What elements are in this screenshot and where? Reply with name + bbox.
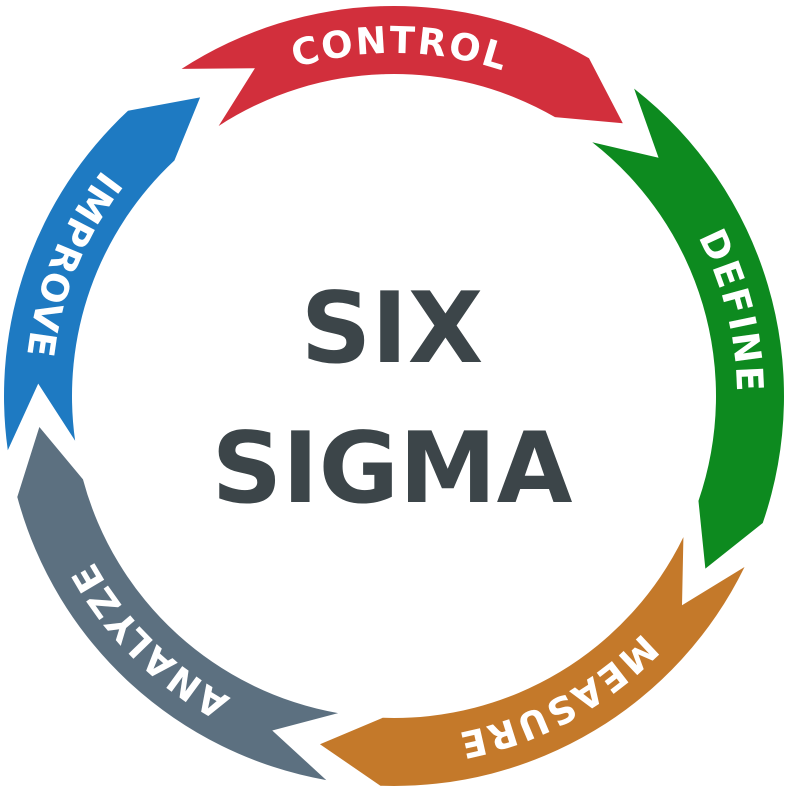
segment-arrow-analyze [17,427,339,781]
cycle-segments [4,6,784,786]
segment-arrow-control [181,6,623,126]
segment-arrow-define [592,88,784,569]
center-title-line2: SIGMA [212,412,573,526]
segment-label-analyze: ANALYZE [63,555,236,728]
center-title-line1: SIX [301,272,484,386]
segment-arrow-measure [319,537,745,786]
segment-arrow-improve [4,97,201,451]
segment-label-define: DEFINE [690,222,771,394]
